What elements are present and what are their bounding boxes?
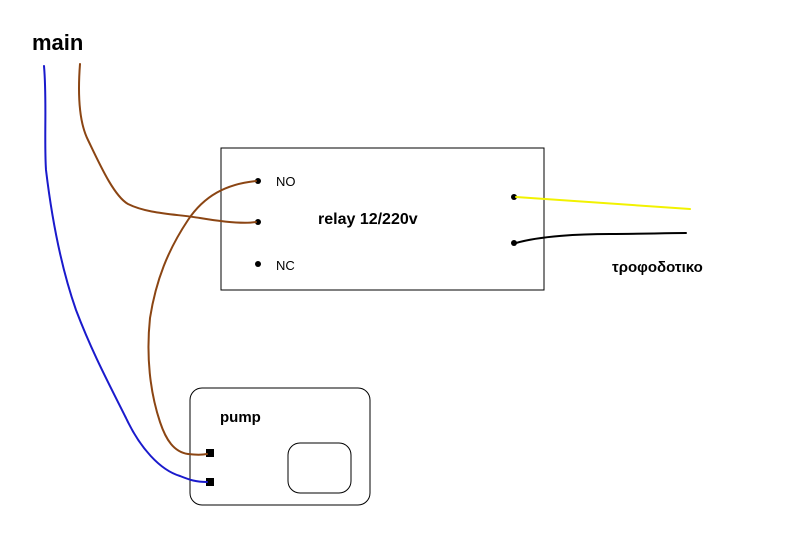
wire-yellow-power-to-relay <box>515 196 691 210</box>
pump-terminal-bottom <box>206 478 214 486</box>
wire-brown-relay-no-to-pump <box>147 180 257 456</box>
wire-black-power-to-relay <box>515 232 687 244</box>
power-supply-label: τροφοδοτικο <box>612 259 703 276</box>
terminal-com <box>255 219 261 225</box>
relay-label: relay 12/220v <box>318 211 418 228</box>
pump-terminal-top <box>206 449 214 457</box>
wire-brown-main-to-relay-com <box>77 63 257 224</box>
relay-box <box>220 147 545 291</box>
terminal-coil-negative <box>511 240 517 246</box>
wire-blue-main-to-pump <box>43 65 208 483</box>
terminal-coil-positive <box>511 194 517 200</box>
terminal-nc <box>255 261 261 267</box>
terminal-no <box>255 178 261 184</box>
pin-label-no: NO <box>276 174 296 189</box>
main-label: main <box>32 30 83 55</box>
pin-label-nc: NC <box>276 258 295 273</box>
pump-socket <box>287 442 352 494</box>
pump-label: pump <box>220 409 261 426</box>
